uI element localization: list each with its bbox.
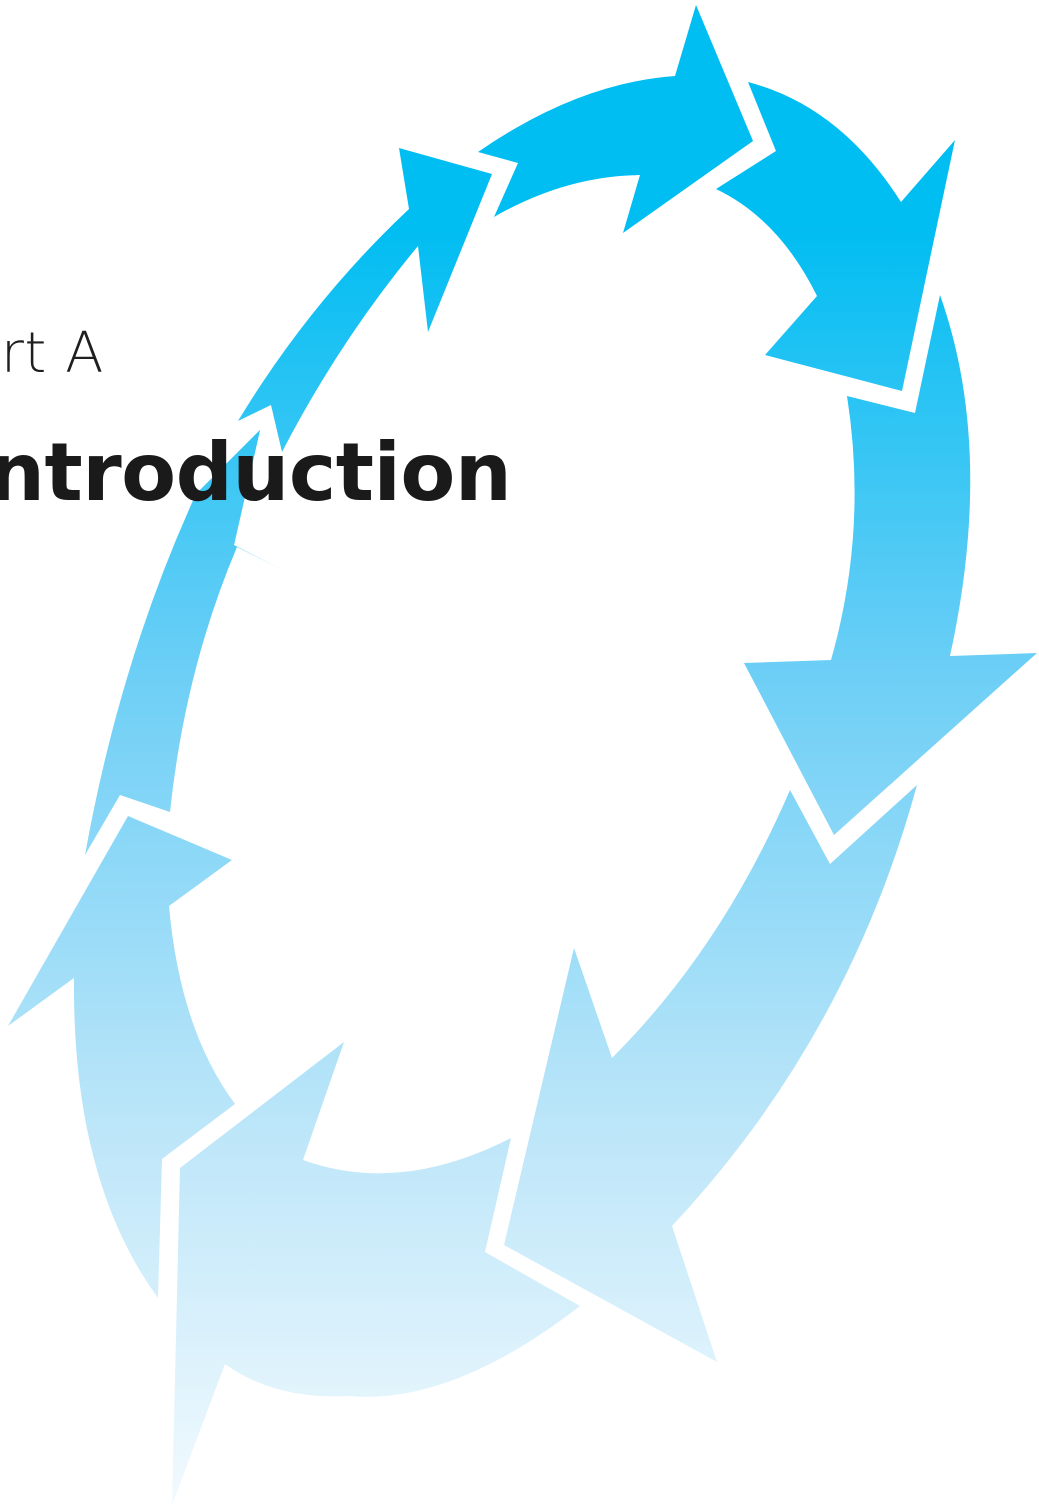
cycle-arrow-6 bbox=[8, 816, 235, 1298]
cycle-arrow-9 bbox=[196, 430, 260, 545]
cycle-arrow-4 bbox=[504, 785, 917, 1362]
cycle-arrow-2 bbox=[716, 82, 955, 391]
cycle-arrow-5 bbox=[172, 1042, 580, 1505]
cycle-arrow-8 bbox=[238, 148, 492, 452]
cycle-arrow-3 bbox=[744, 295, 1037, 835]
chapter-title: ntroduction bbox=[0, 426, 512, 519]
part-label: art A bbox=[0, 321, 104, 386]
cycle-arrow-1 bbox=[478, 5, 753, 233]
